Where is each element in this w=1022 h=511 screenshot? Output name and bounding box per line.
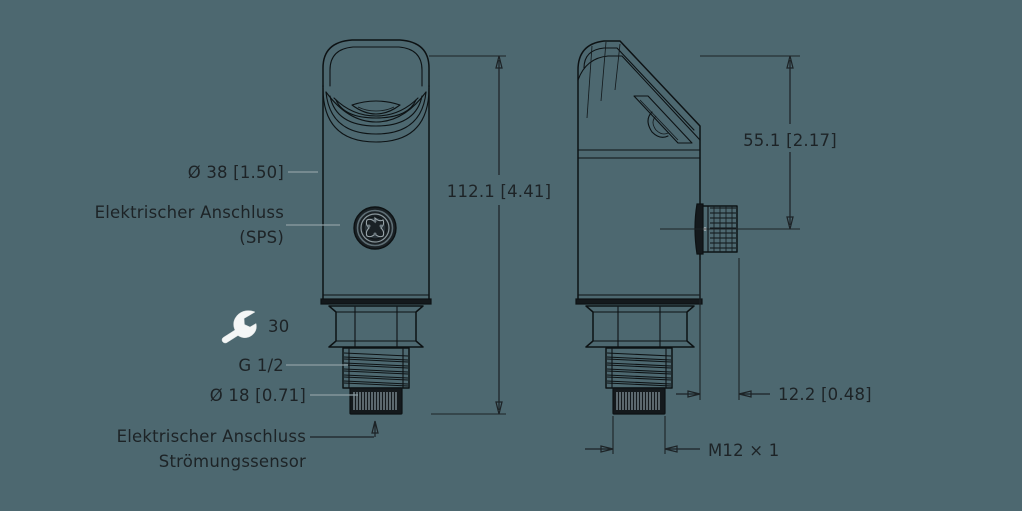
leader-electrical-flow xyxy=(310,420,379,438)
side-display-band xyxy=(633,95,693,144)
dimension-height-total xyxy=(429,55,506,415)
front-display-slot-line xyxy=(357,106,395,112)
label-height-total: 112.1 [4.41] xyxy=(447,182,552,201)
front-m12-connector xyxy=(349,387,403,415)
front-display-window xyxy=(325,91,427,123)
side-top-bevel-2 xyxy=(577,55,701,141)
front-lens-curve-2 xyxy=(325,91,427,135)
front-m12-knurl-lines xyxy=(353,392,397,410)
dimension-depth-connector xyxy=(676,258,770,400)
side-hex-nut xyxy=(585,305,695,348)
front-cap-inner-rim xyxy=(329,46,423,87)
front-lens-curve-4 xyxy=(335,99,417,119)
front-view xyxy=(320,39,432,415)
wrench-icon xyxy=(221,310,257,344)
front-thread-lines xyxy=(343,352,409,387)
label-thread-m12: M12 × 1 xyxy=(708,441,779,460)
front-hex-nut xyxy=(328,305,424,348)
front-display-slot xyxy=(351,100,401,115)
side-cap-rib-2 xyxy=(600,41,607,102)
label-wrench-size: 30 xyxy=(268,317,289,336)
side-thread-body xyxy=(605,347,673,389)
side-body-outline xyxy=(577,40,701,301)
side-body-base-band xyxy=(575,298,703,305)
side-display-lens-inner xyxy=(652,115,669,135)
front-thread-body xyxy=(342,347,410,389)
front-lens-curve-3 xyxy=(329,95,423,127)
side-cap-rib-3 xyxy=(614,43,621,91)
label-diameter-18: Ø 18 [0.71] xyxy=(210,386,306,405)
front-cap-outline xyxy=(322,39,430,87)
label-diameter-38: Ø 38 [1.50] xyxy=(188,163,284,182)
side-display-band-inner xyxy=(639,99,679,141)
label-electrical-plc-line1: Elektrischer Anschluss xyxy=(95,203,284,222)
label-height-offset: 55.1 [2.17] xyxy=(743,131,837,150)
side-m12-bottom-knurl xyxy=(616,392,660,410)
side-cap-rib-1 xyxy=(586,45,593,119)
dimension-height-offset xyxy=(700,55,800,230)
label-electrical-flow-line2: Strömungssensor xyxy=(159,452,306,471)
label-electrical-plc-line2: (SPS) xyxy=(239,228,284,247)
front-body-base-band xyxy=(320,298,432,305)
side-m12-bottom-connector xyxy=(612,387,666,415)
front-plc-connector xyxy=(353,206,397,250)
side-display-lens xyxy=(647,111,669,138)
side-thread-lines xyxy=(606,352,672,387)
front-display-window-inner xyxy=(333,97,419,117)
side-view xyxy=(575,40,745,415)
front-lens-curve-outer xyxy=(322,87,430,143)
label-depth-connector: 12.2 [0.48] xyxy=(778,385,872,404)
dimension-thread-m12 xyxy=(585,416,700,454)
label-thread-g-half: G 1/2 xyxy=(238,356,284,375)
label-electrical-flow-line1: Elektrischer Anschluss xyxy=(117,427,306,446)
